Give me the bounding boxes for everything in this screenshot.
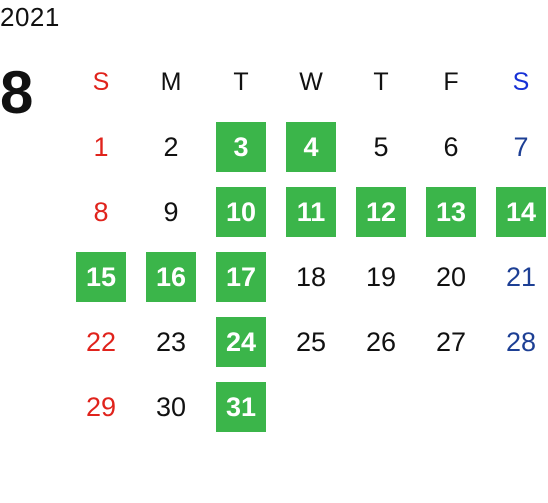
day-number-highlighted: 10 xyxy=(216,187,266,237)
day-cell: 11 xyxy=(278,185,348,250)
year-label: 2021 xyxy=(0,2,60,32)
day-cell: 10 xyxy=(208,185,278,250)
day-cell: 25 xyxy=(278,315,348,380)
day-cell: 2 xyxy=(138,120,208,185)
day-cell: 14 xyxy=(488,185,548,250)
day-number: 22 xyxy=(85,326,117,357)
day-cell: 17 xyxy=(208,250,278,315)
day-cell: 6 xyxy=(418,120,488,185)
day-cell-empty xyxy=(348,380,418,445)
weekday-header-tue: T xyxy=(208,55,278,120)
day-number: 2 xyxy=(163,131,179,162)
day-cell: 24 xyxy=(208,315,278,380)
day-cell: 30 xyxy=(138,380,208,445)
day-cell: 15 xyxy=(68,250,138,315)
weekday-header-sun: S xyxy=(68,55,138,120)
day-cell: 27 xyxy=(418,315,488,380)
weekday-header-fri: F xyxy=(418,55,488,120)
day-cell: 16 xyxy=(138,250,208,315)
day-number: 27 xyxy=(435,326,467,357)
day-number-highlighted: 24 xyxy=(216,317,266,367)
day-number-highlighted: 13 xyxy=(426,187,476,237)
day-number: 18 xyxy=(295,261,327,292)
weekday-label: S xyxy=(512,67,530,96)
day-number-highlighted: 14 xyxy=(496,187,546,237)
day-number-highlighted: 11 xyxy=(286,187,336,237)
day-number-highlighted: 3 xyxy=(216,122,266,172)
day-number: 26 xyxy=(365,326,397,357)
weekday-header-sat: S xyxy=(488,55,548,120)
day-number: 28 xyxy=(505,326,537,357)
day-cell: 7 xyxy=(488,120,548,185)
day-cell: 9 xyxy=(138,185,208,250)
day-cell: 13 xyxy=(418,185,488,250)
day-number-highlighted: 15 xyxy=(76,252,126,302)
day-cell: 28 xyxy=(488,315,548,380)
day-number: 5 xyxy=(373,131,389,162)
weekday-header-thu: T xyxy=(348,55,418,120)
weekday-label: T xyxy=(373,67,389,96)
weekday-label: W xyxy=(299,67,323,96)
day-cell: 26 xyxy=(348,315,418,380)
day-number: 6 xyxy=(443,131,459,162)
day-number: 30 xyxy=(155,391,187,422)
day-cell-empty xyxy=(418,380,488,445)
day-cell: 1 xyxy=(68,120,138,185)
day-number: 1 xyxy=(93,131,109,162)
day-cell: 29 xyxy=(68,380,138,445)
weekday-label: S xyxy=(92,67,110,96)
day-number: 25 xyxy=(295,326,327,357)
day-number: 9 xyxy=(163,196,179,227)
day-number: 19 xyxy=(365,261,397,292)
calendar-grid: S M T W T F S 1 2 3 4 5 6 7 8 9 10 11 12… xyxy=(68,55,548,445)
day-cell-empty xyxy=(278,380,348,445)
day-number: 29 xyxy=(85,391,117,422)
day-number: 7 xyxy=(513,131,529,162)
day-cell: 12 xyxy=(348,185,418,250)
day-number: 21 xyxy=(505,261,537,292)
day-cell: 20 xyxy=(418,250,488,315)
day-cell: 31 xyxy=(208,380,278,445)
weekday-label: T xyxy=(233,67,249,96)
day-number-highlighted: 16 xyxy=(146,252,196,302)
day-cell: 19 xyxy=(348,250,418,315)
day-cell: 5 xyxy=(348,120,418,185)
day-number: 23 xyxy=(155,326,187,357)
day-number: 20 xyxy=(435,261,467,292)
day-number-highlighted: 17 xyxy=(216,252,266,302)
day-cell: 22 xyxy=(68,315,138,380)
day-cell: 4 xyxy=(278,120,348,185)
day-cell: 23 xyxy=(138,315,208,380)
day-number: 8 xyxy=(93,196,109,227)
month-number: 8 xyxy=(0,59,34,126)
day-cell-empty xyxy=(488,380,548,445)
day-number-highlighted: 4 xyxy=(286,122,336,172)
day-cell: 3 xyxy=(208,120,278,185)
day-number-highlighted: 12 xyxy=(356,187,406,237)
weekday-header-wed: W xyxy=(278,55,348,120)
weekday-header-mon: M xyxy=(138,55,208,120)
day-number-highlighted: 31 xyxy=(216,382,266,432)
weekday-label: F xyxy=(443,67,459,96)
day-cell: 8 xyxy=(68,185,138,250)
weekday-label: M xyxy=(160,67,182,96)
day-cell: 18 xyxy=(278,250,348,315)
day-cell: 21 xyxy=(488,250,548,315)
